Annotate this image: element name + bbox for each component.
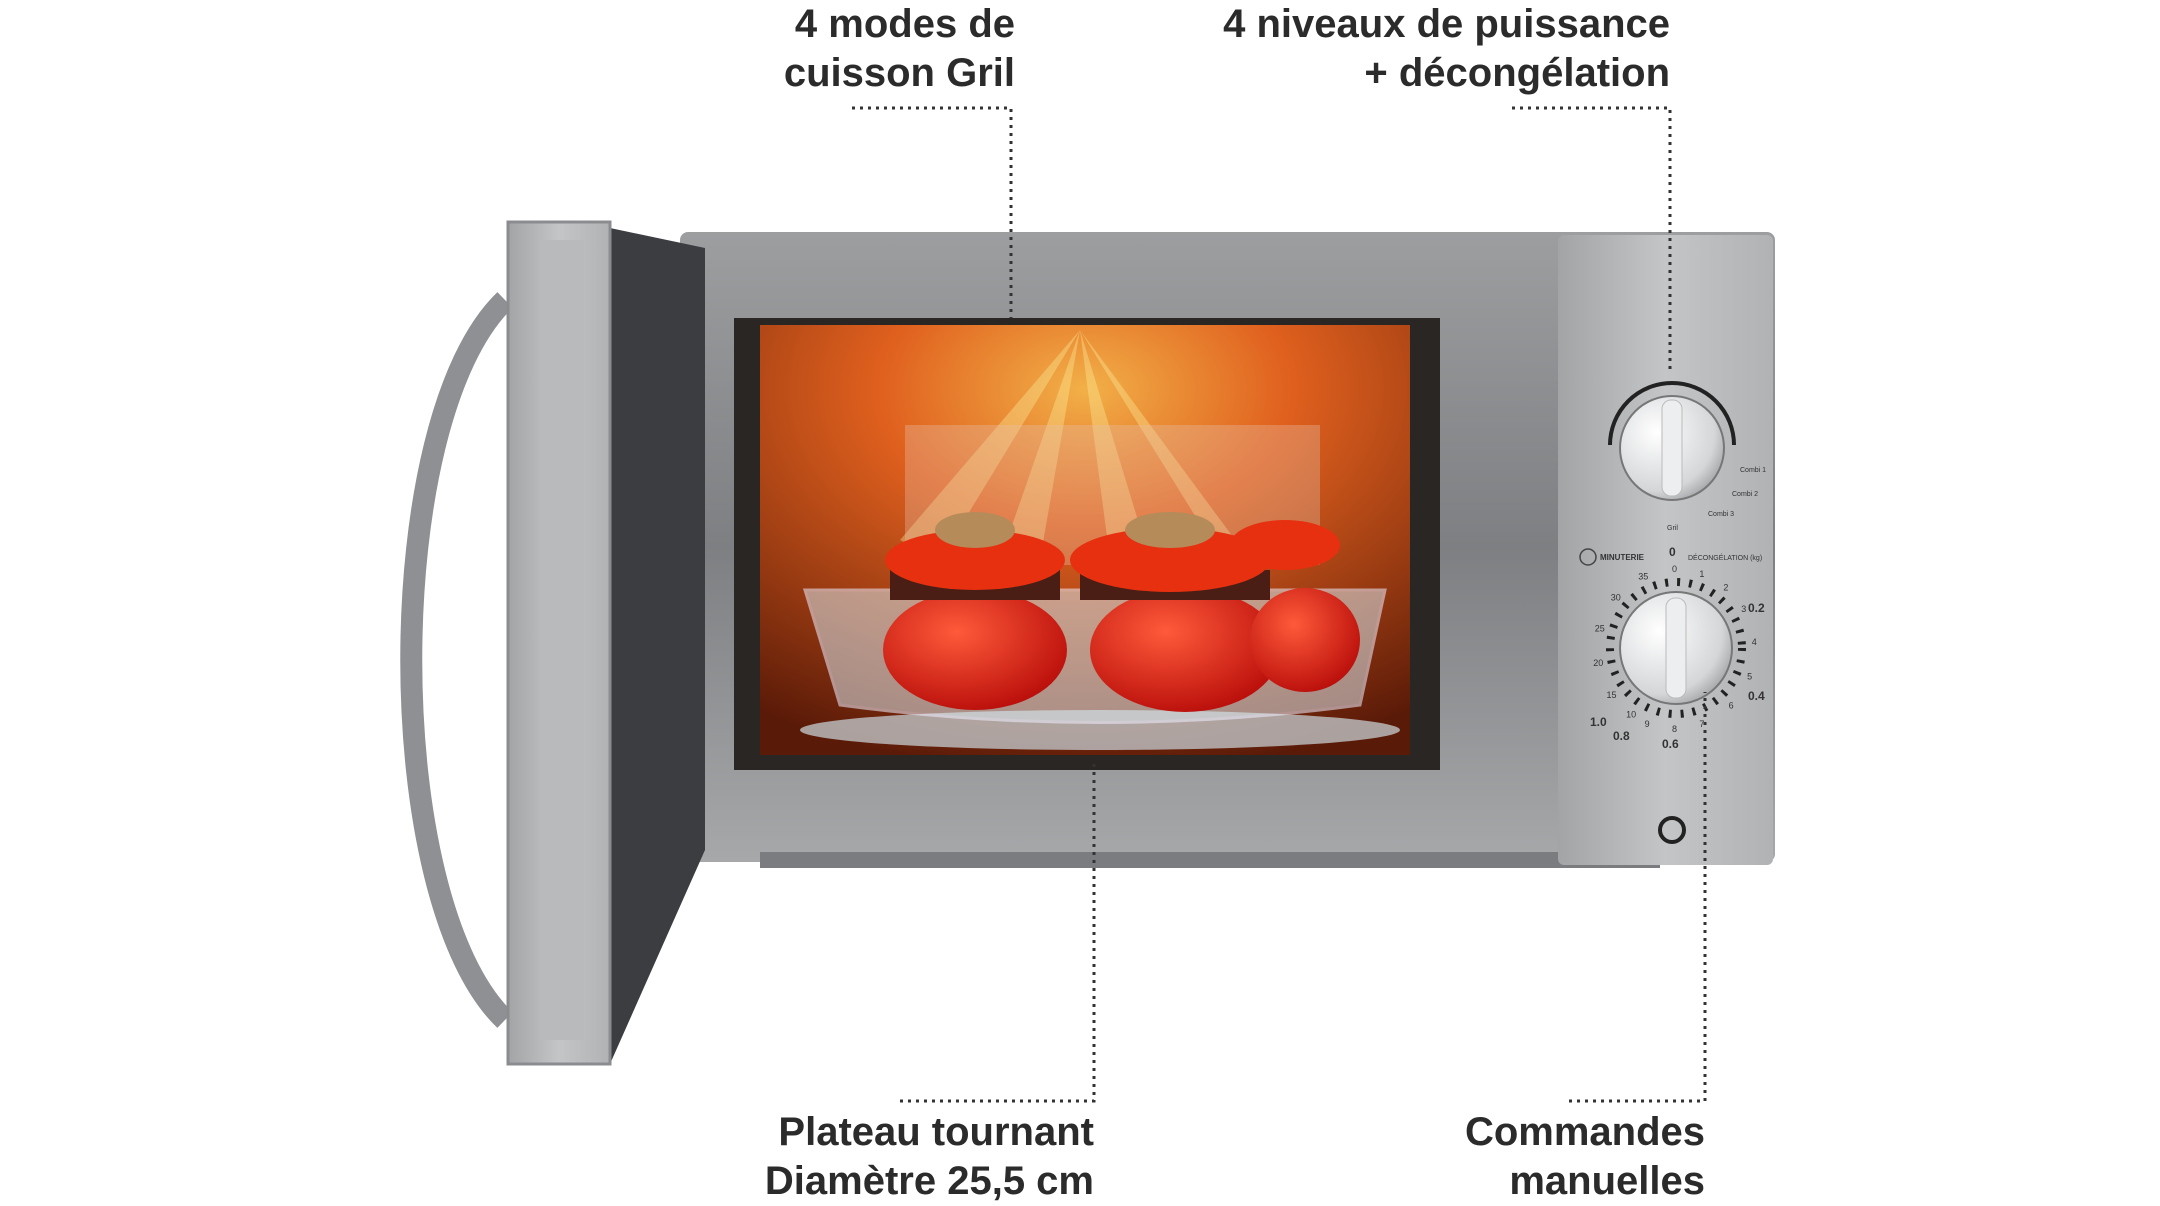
callout-text: manuelles: [1509, 1159, 1705, 1203]
timer-tick-label: 8: [1672, 724, 1677, 734]
callout-turntable: Plateau tournant Diamètre 25,5 cm: [765, 1108, 1094, 1206]
door-handle: [400, 292, 513, 1028]
timer-tick-label: 9: [1645, 719, 1650, 729]
timer-tick-label: 30: [1611, 593, 1621, 603]
svg-text:0.2: 0.2: [1748, 601, 1765, 615]
timer-tick-label: 7: [1699, 719, 1704, 729]
timer-label: MINUTERIE: [1600, 553, 1645, 562]
callout-text: cuisson Gril: [783, 51, 1015, 95]
timer-tick-label: 2: [1723, 583, 1728, 593]
timer-tick-label: 1: [1699, 569, 1704, 579]
timer-tick-label: 25: [1595, 623, 1605, 633]
defrost-label: DÉCONGÉLATION (kg): [1688, 553, 1762, 562]
timer-scale: [1606, 578, 1746, 718]
callout-power-levels: 4 niveaux de puissance + décongélation: [1223, 0, 1670, 98]
timer-tick-label: 15: [1606, 690, 1616, 700]
label-combi3: Combi 3: [1708, 511, 1734, 518]
callout-text: 4 niveaux de puissance: [1223, 2, 1670, 46]
power-scale: [1608, 381, 1736, 446]
door-inner: [610, 228, 705, 1064]
feet: [760, 852, 1660, 868]
label-combi1: Combi 1: [1740, 467, 1766, 474]
timer-tick-label: 10: [1626, 710, 1636, 720]
svg-text:0.8: 0.8: [1613, 729, 1630, 743]
callout-grill-modes: 4 modes de cuisson Gril: [784, 0, 1015, 98]
stuffed-tomatoes: [883, 512, 1360, 712]
timer-tick-label: 35: [1638, 571, 1648, 581]
label-combi2: Combi 2: [1732, 491, 1758, 498]
svg-text:0.4: 0.4: [1748, 689, 1765, 703]
timer-zero: 0: [1669, 545, 1676, 559]
callout-lines: [852, 106, 1707, 1103]
brand-logo: [1658, 816, 1686, 844]
callout-manual-controls: Commandes manuelles: [1465, 1108, 1705, 1206]
callout-text: Diamètre 25,5 cm: [764, 1159, 1094, 1203]
timer-tick-label: 20: [1593, 658, 1603, 668]
timer-tick-labels: 0 1 2 3 4 5 6 7 8 9 10 15 20 25 30 35: [1593, 564, 1756, 734]
svg-text:1.0: 1.0: [1590, 715, 1607, 729]
callout-text: 4 modes de: [794, 2, 1015, 46]
timer-tick-label: 5: [1747, 671, 1752, 681]
turntable: [800, 710, 1400, 750]
timer-tick-label: 3: [1741, 604, 1746, 614]
timer-tick-label: 6: [1729, 701, 1734, 711]
control-panel: [1558, 235, 1773, 865]
callout-text: Commandes: [1464, 1110, 1705, 1154]
callout-text: Plateau tournant: [778, 1110, 1094, 1154]
label-grill: Gril: [1667, 525, 1678, 532]
svg-text:0.6: 0.6: [1662, 737, 1679, 751]
callout-text: + décongélation: [1364, 51, 1670, 95]
clock-icon: [1579, 548, 1597, 566]
timer-tick-label: 0: [1672, 564, 1677, 574]
timer-tick-label: 4: [1752, 637, 1757, 647]
